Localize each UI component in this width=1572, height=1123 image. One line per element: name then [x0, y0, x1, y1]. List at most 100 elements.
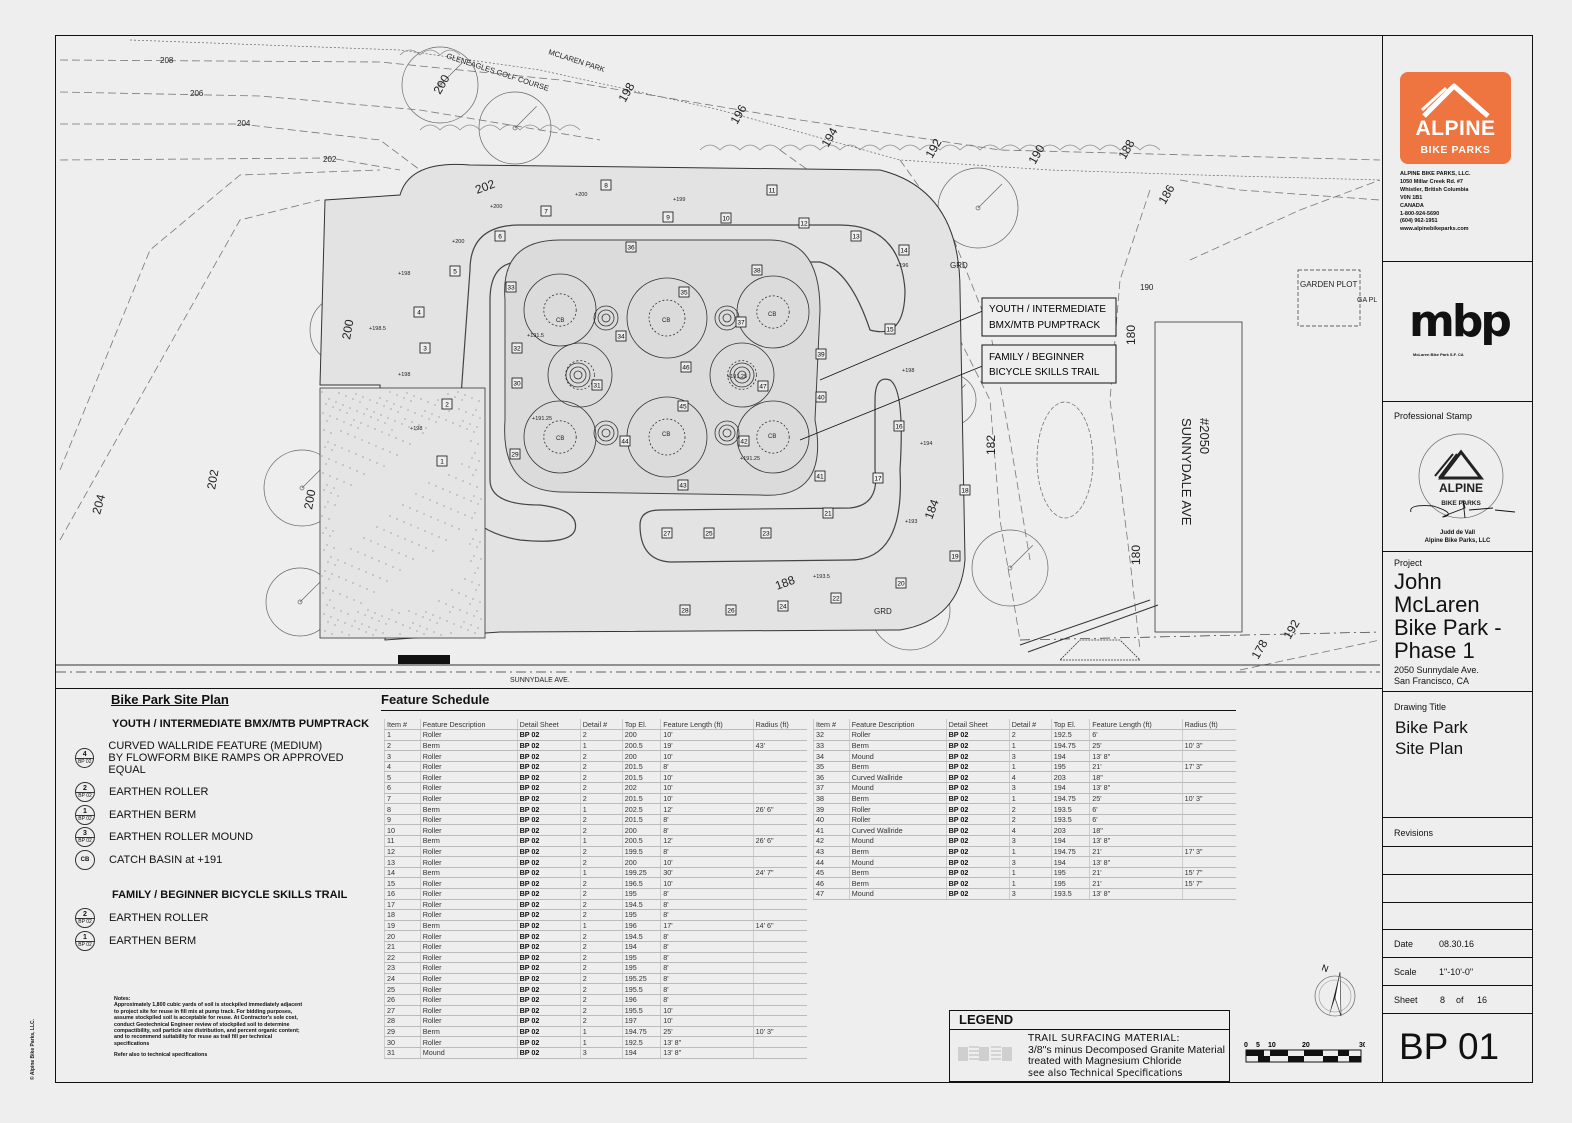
catch-basin-label: CB [662, 318, 670, 324]
table-cell: 1 [579, 803, 623, 815]
feature-marker-box [494, 230, 506, 242]
north-label: N [1320, 962, 1330, 974]
table-cell [752, 856, 807, 868]
table-cell: 47 [813, 888, 850, 900]
tree-trunk [437, 82, 443, 88]
catch-basin-label: CB [768, 434, 776, 440]
elevation-label: +193 [905, 519, 917, 525]
date-value: 08.30.16 [1439, 939, 1475, 949]
contour-label: 208 [160, 56, 174, 65]
detail-sheet: BP 02 [78, 815, 92, 822]
stamp-name: Judd de Vall [1439, 530, 1475, 536]
contour-label: 192 [1280, 617, 1302, 642]
table-cell [752, 962, 807, 974]
mountain-icon [1420, 83, 1490, 118]
table-cell: 12' [660, 835, 754, 847]
feature-schedule-title: Feature Schedule [381, 692, 490, 707]
drawing-title-label: Drawing Title [1394, 702, 1447, 712]
mbp-logo: mbp [1409, 296, 1512, 347]
table-cell: 195.5 [621, 1005, 661, 1017]
detail-number: 1 [76, 934, 94, 942]
table-cell: 194 [1050, 835, 1090, 847]
feature-marker-box [662, 211, 674, 223]
feature-marker-box [720, 212, 732, 224]
table-cell: 4 [384, 761, 421, 773]
scale-value: 1"-10'-0" [1439, 967, 1474, 977]
legend-item-text: EARTHEN BERM [109, 809, 197, 821]
notes-text: Approximately 1,800 cubic yards of soil … [114, 1002, 303, 1047]
roller-mound [733, 366, 751, 384]
table-cell: 196 [621, 994, 661, 1006]
table-cell: 192.5 [1050, 729, 1090, 741]
table-cell: 2 [579, 814, 623, 826]
contour-label: 198 [615, 80, 637, 105]
table-cell: BP 02 [516, 941, 581, 953]
detail-sheet: BP 02 [78, 792, 92, 799]
table-cell: Roller [419, 994, 518, 1006]
feature-marker-number: 43 [679, 483, 687, 490]
table-cell: 35 [813, 761, 850, 773]
column-header: Top El. [1050, 719, 1090, 731]
contour-label: 190 [1025, 142, 1047, 167]
mbp-subtext: McLaren Bike Park S.F. CA [1413, 352, 1464, 357]
table-cell: 13' 8" [1089, 750, 1183, 762]
copyright: © Alpine Bike Parks, LLC. [30, 1018, 36, 1080]
sheet-total: 16 [1477, 995, 1488, 1005]
contour-label: 200 [339, 318, 356, 340]
table-cell: Berm [419, 740, 518, 752]
table-cell: 24' 7" [752, 867, 807, 879]
table-cell [752, 1036, 807, 1048]
table-cell: Berm [848, 761, 947, 773]
elevation-label: +191.25 [532, 416, 552, 422]
table-cell: BP 02 [945, 771, 1010, 784]
feature-marker-number: 7 [544, 209, 548, 216]
table-cell: BP 02 [516, 920, 581, 932]
contour-label: 180 [1129, 545, 1143, 565]
table-cell: 2 [579, 941, 623, 953]
revision-row [1383, 903, 1532, 930]
table-cell: Mound [848, 835, 947, 847]
feature-marker-number: 39 [817, 352, 825, 359]
logo-subtext: BIKE PARKS [1420, 144, 1491, 156]
tree-trunk [299, 485, 305, 491]
pumptrack-mound [709, 342, 775, 408]
table-cell: 1 [1008, 740, 1052, 752]
legend-item-text: EARTHEN BERM [109, 935, 197, 947]
building-2050 [1154, 321, 1243, 633]
contour-label: 202 [204, 468, 221, 490]
table-cell: Roller [419, 952, 518, 964]
table-cell: 195 [1050, 867, 1090, 879]
table-cell: 8' [660, 973, 754, 985]
table-cell: 14 [384, 867, 421, 879]
table-cell: 9 [384, 814, 421, 826]
legend-item-text: EARTHEN ROLLER [109, 786, 209, 798]
roller-mound [714, 420, 740, 446]
table-cell: 21' [1089, 867, 1183, 879]
table-cell [752, 761, 807, 773]
column-header: Top El. [621, 719, 661, 731]
table-cell: 196.5 [621, 877, 661, 889]
north-arrow: N [1314, 962, 1356, 1017]
roller-mound [601, 313, 611, 323]
table-cell: BP 02 [945, 835, 1010, 847]
feature-marker-number: 30 [513, 381, 521, 388]
feature-marker-number: 38 [753, 268, 761, 275]
table-cell: BP 02 [516, 1005, 581, 1017]
feature-marker-box [751, 264, 763, 276]
table-cell [1181, 729, 1236, 741]
table-cell: 14' 6" [752, 920, 807, 932]
table-cell [752, 1005, 807, 1017]
column-header: Item # [384, 719, 421, 731]
table-cell: 25' [1089, 793, 1183, 805]
